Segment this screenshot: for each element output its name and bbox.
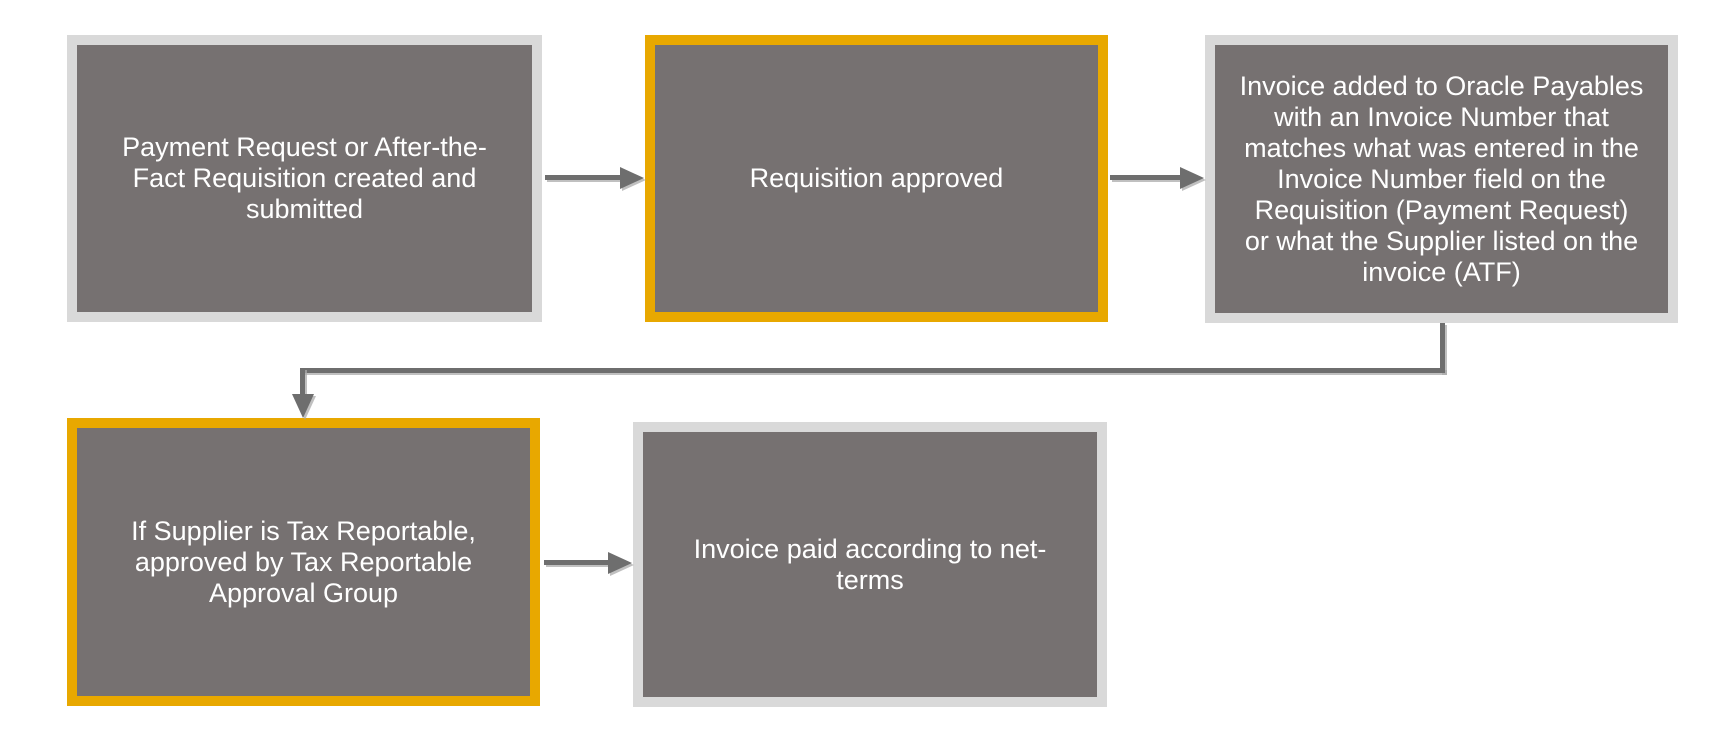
arrowhead-right-icon: [1180, 167, 1204, 189]
elbow-arrow-vertical-segment: [1440, 323, 1445, 373]
flow-node-requisition-approved: Requisition approved: [645, 35, 1108, 322]
flow-node-tax-reportable-approval: If Supplier is Tax Reportable, approved …: [67, 418, 540, 706]
flow-node-label: If Supplier is Tax Reportable, approved …: [131, 515, 476, 608]
flow-node-payment-request-created: Payment Request or After-the- Fact Requi…: [67, 35, 542, 322]
flow-node-label: Payment Request or After-the- Fact Requi…: [122, 132, 487, 224]
arrow-line-approval-to-paid: [544, 560, 610, 565]
arrow-line-request-to-approved: [545, 175, 622, 180]
flow-node-invoice-paid-net-terms: Invoice paid according to net- terms: [633, 422, 1107, 707]
flow-node-label: Invoice paid according to net- terms: [693, 533, 1047, 595]
arrow-line-approved-to-invoice-added: [1110, 175, 1182, 180]
elbow-arrow-horizontal-segment: [300, 368, 1445, 373]
arrowhead-right-icon: [620, 167, 644, 189]
flow-node-invoice-added-oracle-payables: Invoice added to Oracle Payables with an…: [1205, 35, 1678, 323]
arrowhead-right-icon: [608, 552, 632, 574]
arrowhead-down-icon: [292, 394, 314, 418]
elbow-arrow-vertical-segment: [300, 368, 305, 398]
flow-node-label: Invoice added to Oracle Payables with an…: [1239, 70, 1644, 287]
flow-node-label: Requisition approved: [749, 163, 1004, 193]
